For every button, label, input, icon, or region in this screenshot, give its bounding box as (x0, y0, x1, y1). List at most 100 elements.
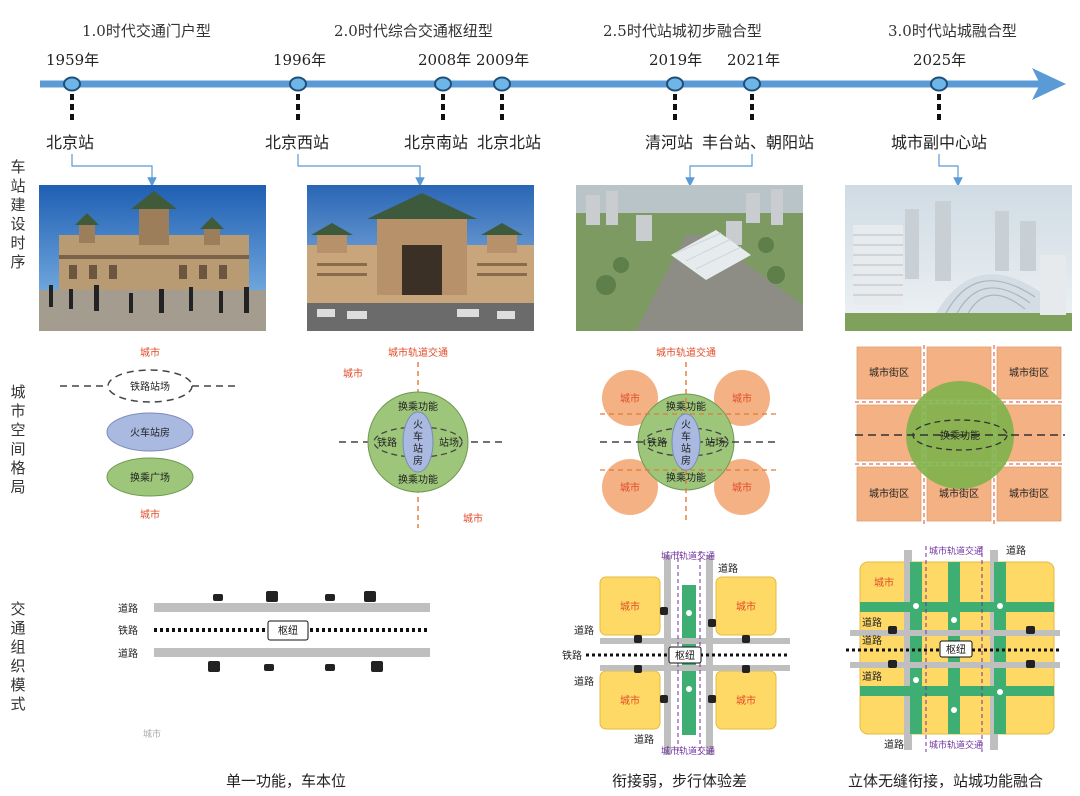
car-icons (888, 626, 1035, 668)
timeline-arrow-icon (1032, 68, 1066, 100)
era-label-1: 1.0时代交通门户型 (82, 22, 211, 40)
photo-qinghe-station (576, 185, 803, 331)
station-house-vertical-2: 车 (413, 430, 423, 443)
city-label: 城市 (732, 392, 752, 405)
callout-arrows (71, 154, 963, 187)
transfer-function-label: 换乘功能 (666, 471, 706, 484)
callout-arrow (685, 154, 753, 187)
traffic-diagram-1: 道路 铁路 道路 枢纽 城市 (118, 591, 430, 740)
timeline-node-1959 (63, 76, 81, 120)
hub-box (939, 640, 973, 658)
road-bar (600, 665, 790, 671)
road-bar (154, 648, 430, 657)
year-label: 2021年 (727, 51, 781, 69)
transfer-plaza-ellipse (106, 457, 194, 497)
station-field-label: 站场 (705, 436, 725, 449)
station-house-ellipse (671, 413, 701, 471)
city-block (599, 576, 661, 636)
spatial-diagram-3: 城市轨道交通 城市 城市 城市 城市 换乘功能 换乘功能 铁路 站场 火 车 站… (600, 346, 778, 524)
city-label: 城市 (343, 367, 363, 380)
road-bar (706, 555, 713, 755)
city-label: 城市 (140, 508, 160, 521)
city-block-label: 城市街区 (1009, 487, 1049, 500)
city-label: 城市 (620, 600, 640, 613)
pedestrian-corridor (910, 562, 922, 734)
year-label: 2025年 (913, 51, 967, 69)
era-label-4: 3.0时代站城融合型 (888, 22, 1017, 40)
hub-label: 枢纽 (278, 624, 298, 637)
road-label: 道路 (634, 733, 654, 746)
road-bar (154, 603, 430, 612)
railway-label: 铁路 (377, 436, 397, 449)
city-block-label: 城市街区 (1009, 366, 1049, 379)
transfer-function-label: 换乘功能 (666, 400, 706, 413)
station-label: 清河站 (645, 133, 694, 152)
road-label: 道路 (1006, 544, 1026, 557)
city-label: 城市 (620, 481, 640, 494)
pedestrian-corridor (860, 686, 1054, 696)
callout-arrow (297, 154, 425, 187)
road-bar (850, 630, 1060, 636)
station-field-ellipse (912, 419, 1008, 451)
urban-rail-label: 城市轨道交通 (656, 346, 716, 359)
urban-rail-label: 城市轨道交通 (661, 550, 715, 562)
svg-text:车: 车 (681, 430, 691, 443)
city-circle (714, 459, 770, 515)
svg-text:房: 房 (681, 454, 691, 467)
car-icons (634, 607, 750, 703)
spatial-diagram-4: 换乘功能 城市街区 城市街区 城市街区 城市街区 城市街区 (855, 345, 1065, 525)
year-label: 1996年 (273, 51, 327, 69)
city-label: 城市 (874, 576, 894, 589)
city-label: 城市 (732, 481, 752, 494)
city-block-label: 城市街区 (869, 487, 909, 500)
timeline-node-1996 (289, 76, 307, 120)
timeline-node-2019 (666, 76, 684, 120)
hub-label: 枢纽 (946, 643, 966, 656)
timeline-axis (40, 68, 1066, 120)
station-label: 丰台站、朝阳站 (702, 133, 815, 152)
station-house-ellipse (402, 411, 434, 473)
callout-arrow (938, 154, 963, 187)
row-label-traffic: 交通组织模式 (10, 600, 26, 713)
timeline-node-2025 (930, 76, 948, 120)
city-label: 城市 (140, 346, 160, 359)
timeline-nodes (63, 76, 948, 120)
city-label: 城市 (736, 600, 756, 613)
rail-station-plaza-label: 铁路站场 (130, 380, 170, 393)
city-label: 城市 (736, 694, 756, 707)
road-bar (664, 555, 671, 755)
pedestrian-corridor (994, 562, 1006, 734)
hub-box (267, 620, 309, 641)
row-label-construction: 车站建设时序 (10, 158, 26, 271)
city-circle (714, 370, 770, 426)
era-label-3: 2.5时代站城初步融合型 (603, 22, 762, 40)
railway-label: 铁路 (118, 624, 138, 637)
row-label-spatial: 城市空间格局 (10, 383, 26, 496)
station-house-vertical-1: 火 (413, 419, 423, 431)
era-label-2: 2.0时代综合交通枢纽型 (334, 22, 493, 40)
road-label: 道路 (884, 738, 904, 751)
urban-rail-label: 城市轨道交通 (661, 745, 715, 757)
station-label: 北京南站 (404, 133, 469, 152)
timeline-node-2021 (743, 76, 761, 120)
car-icons (208, 591, 383, 672)
transfer-function-label: 换乘功能 (398, 473, 438, 486)
transfer-function-label: 换乘功能 (398, 400, 438, 413)
city-label: 城市 (620, 392, 640, 405)
road-bar (850, 662, 1060, 668)
caption-era-3: 立体无缝衔接，站城功能融合 (848, 772, 1044, 790)
train-station-building-label: 火车站房 (130, 426, 170, 439)
pedestrian-icons (686, 610, 692, 692)
road-label: 道路 (862, 616, 882, 629)
year-label: 2019年 (649, 51, 703, 69)
road-label: 道路 (862, 670, 882, 683)
road-label: 道路 (862, 634, 882, 647)
svg-text:站: 站 (681, 442, 691, 455)
station-label: 北京西站 (265, 133, 330, 152)
station-house-vertical-3: 站 (413, 442, 423, 455)
railway-label: 铁路 (647, 436, 667, 449)
year-label: 2009年 (476, 51, 530, 69)
hub-box (668, 646, 702, 664)
road-label: 道路 (718, 562, 738, 575)
station-label: 城市副中心站 (891, 133, 988, 152)
